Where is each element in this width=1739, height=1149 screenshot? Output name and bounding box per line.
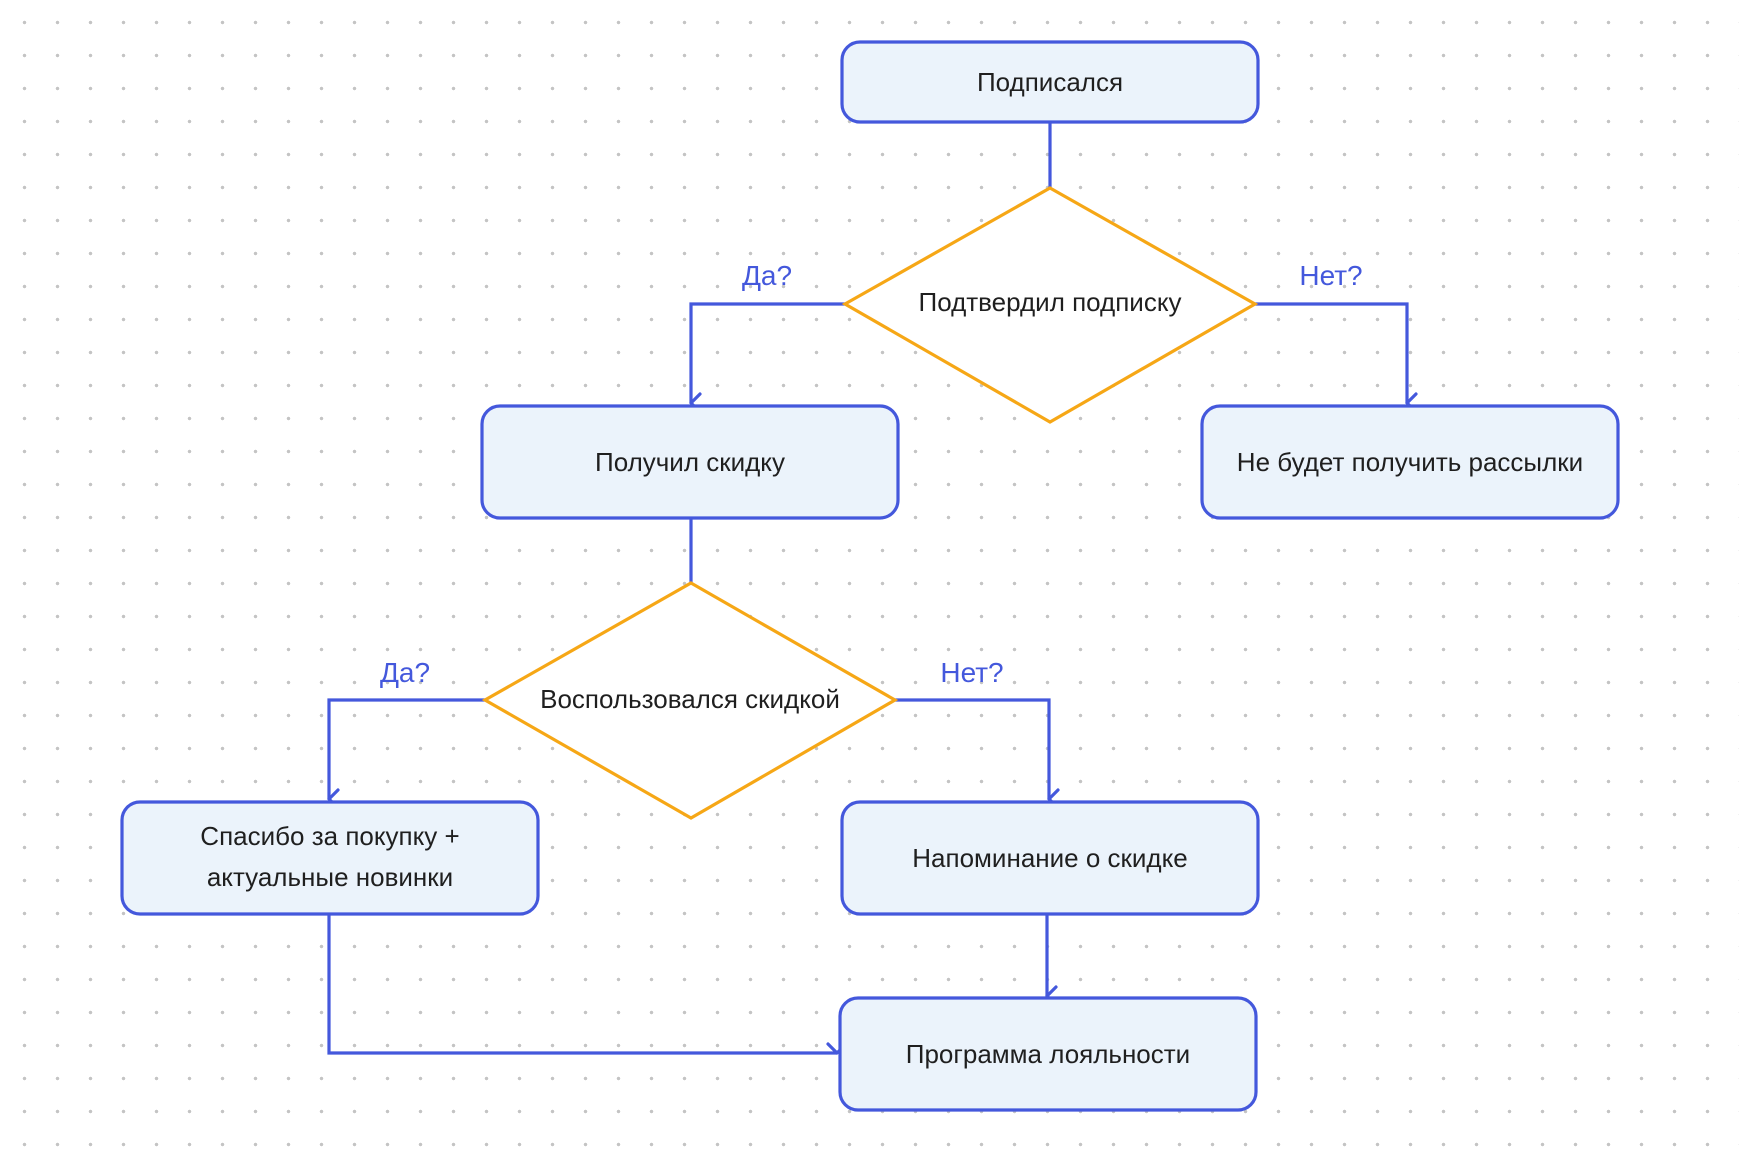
connector-thanks-to-loyalty xyxy=(327,914,848,1055)
branch-label-yes-1: Да? xyxy=(742,260,792,291)
node-subscribed: Подписался xyxy=(840,40,1260,124)
node-got-discount-label: Получил скидку xyxy=(595,447,785,477)
connectors xyxy=(327,122,1418,1055)
branch-label-no-1: Нет? xyxy=(1299,260,1362,291)
branch-label-yes-2: Да? xyxy=(380,657,430,688)
node-got-discount: Получил скидку xyxy=(480,404,900,520)
node-loyalty-program-label: Программа лояльности xyxy=(906,1039,1190,1069)
node-discount-reminder-label: Напоминание о скидке xyxy=(912,843,1187,873)
decision-confirmed-subscription: Подтвердил подписку xyxy=(841,186,1259,424)
node-discount-reminder: Напоминание о скидке xyxy=(840,800,1260,916)
branch-label-no-2: Нет? xyxy=(940,657,1003,688)
decision-used-discount: Воспользовался скидкой xyxy=(481,581,899,820)
decision-used-discount-label: Воспользовался скидкой xyxy=(540,684,840,714)
node-loyalty-program: Программа лояльности xyxy=(838,996,1258,1112)
node-no-mailings: Не будет получить рассылки xyxy=(1200,404,1620,520)
decision-confirmed-subscription-label: Подтвердил подписку xyxy=(919,287,1182,317)
connector-used-yes xyxy=(327,698,485,810)
connector-confirm-no xyxy=(1255,302,1418,414)
node-thanks-for-purchase: Спасибо за покупку + актуальные новинки xyxy=(120,800,540,916)
connector-confirm-yes xyxy=(689,302,845,414)
connector-used-no xyxy=(895,698,1060,810)
node-thanks-line-1: Спасибо за покупку + xyxy=(200,821,459,851)
node-thanks-line-2: актуальные новинки xyxy=(207,862,453,892)
node-subscribed-label: Подписался xyxy=(977,67,1123,97)
node-no-mailings-label: Не будет получить рассылки xyxy=(1237,447,1583,477)
